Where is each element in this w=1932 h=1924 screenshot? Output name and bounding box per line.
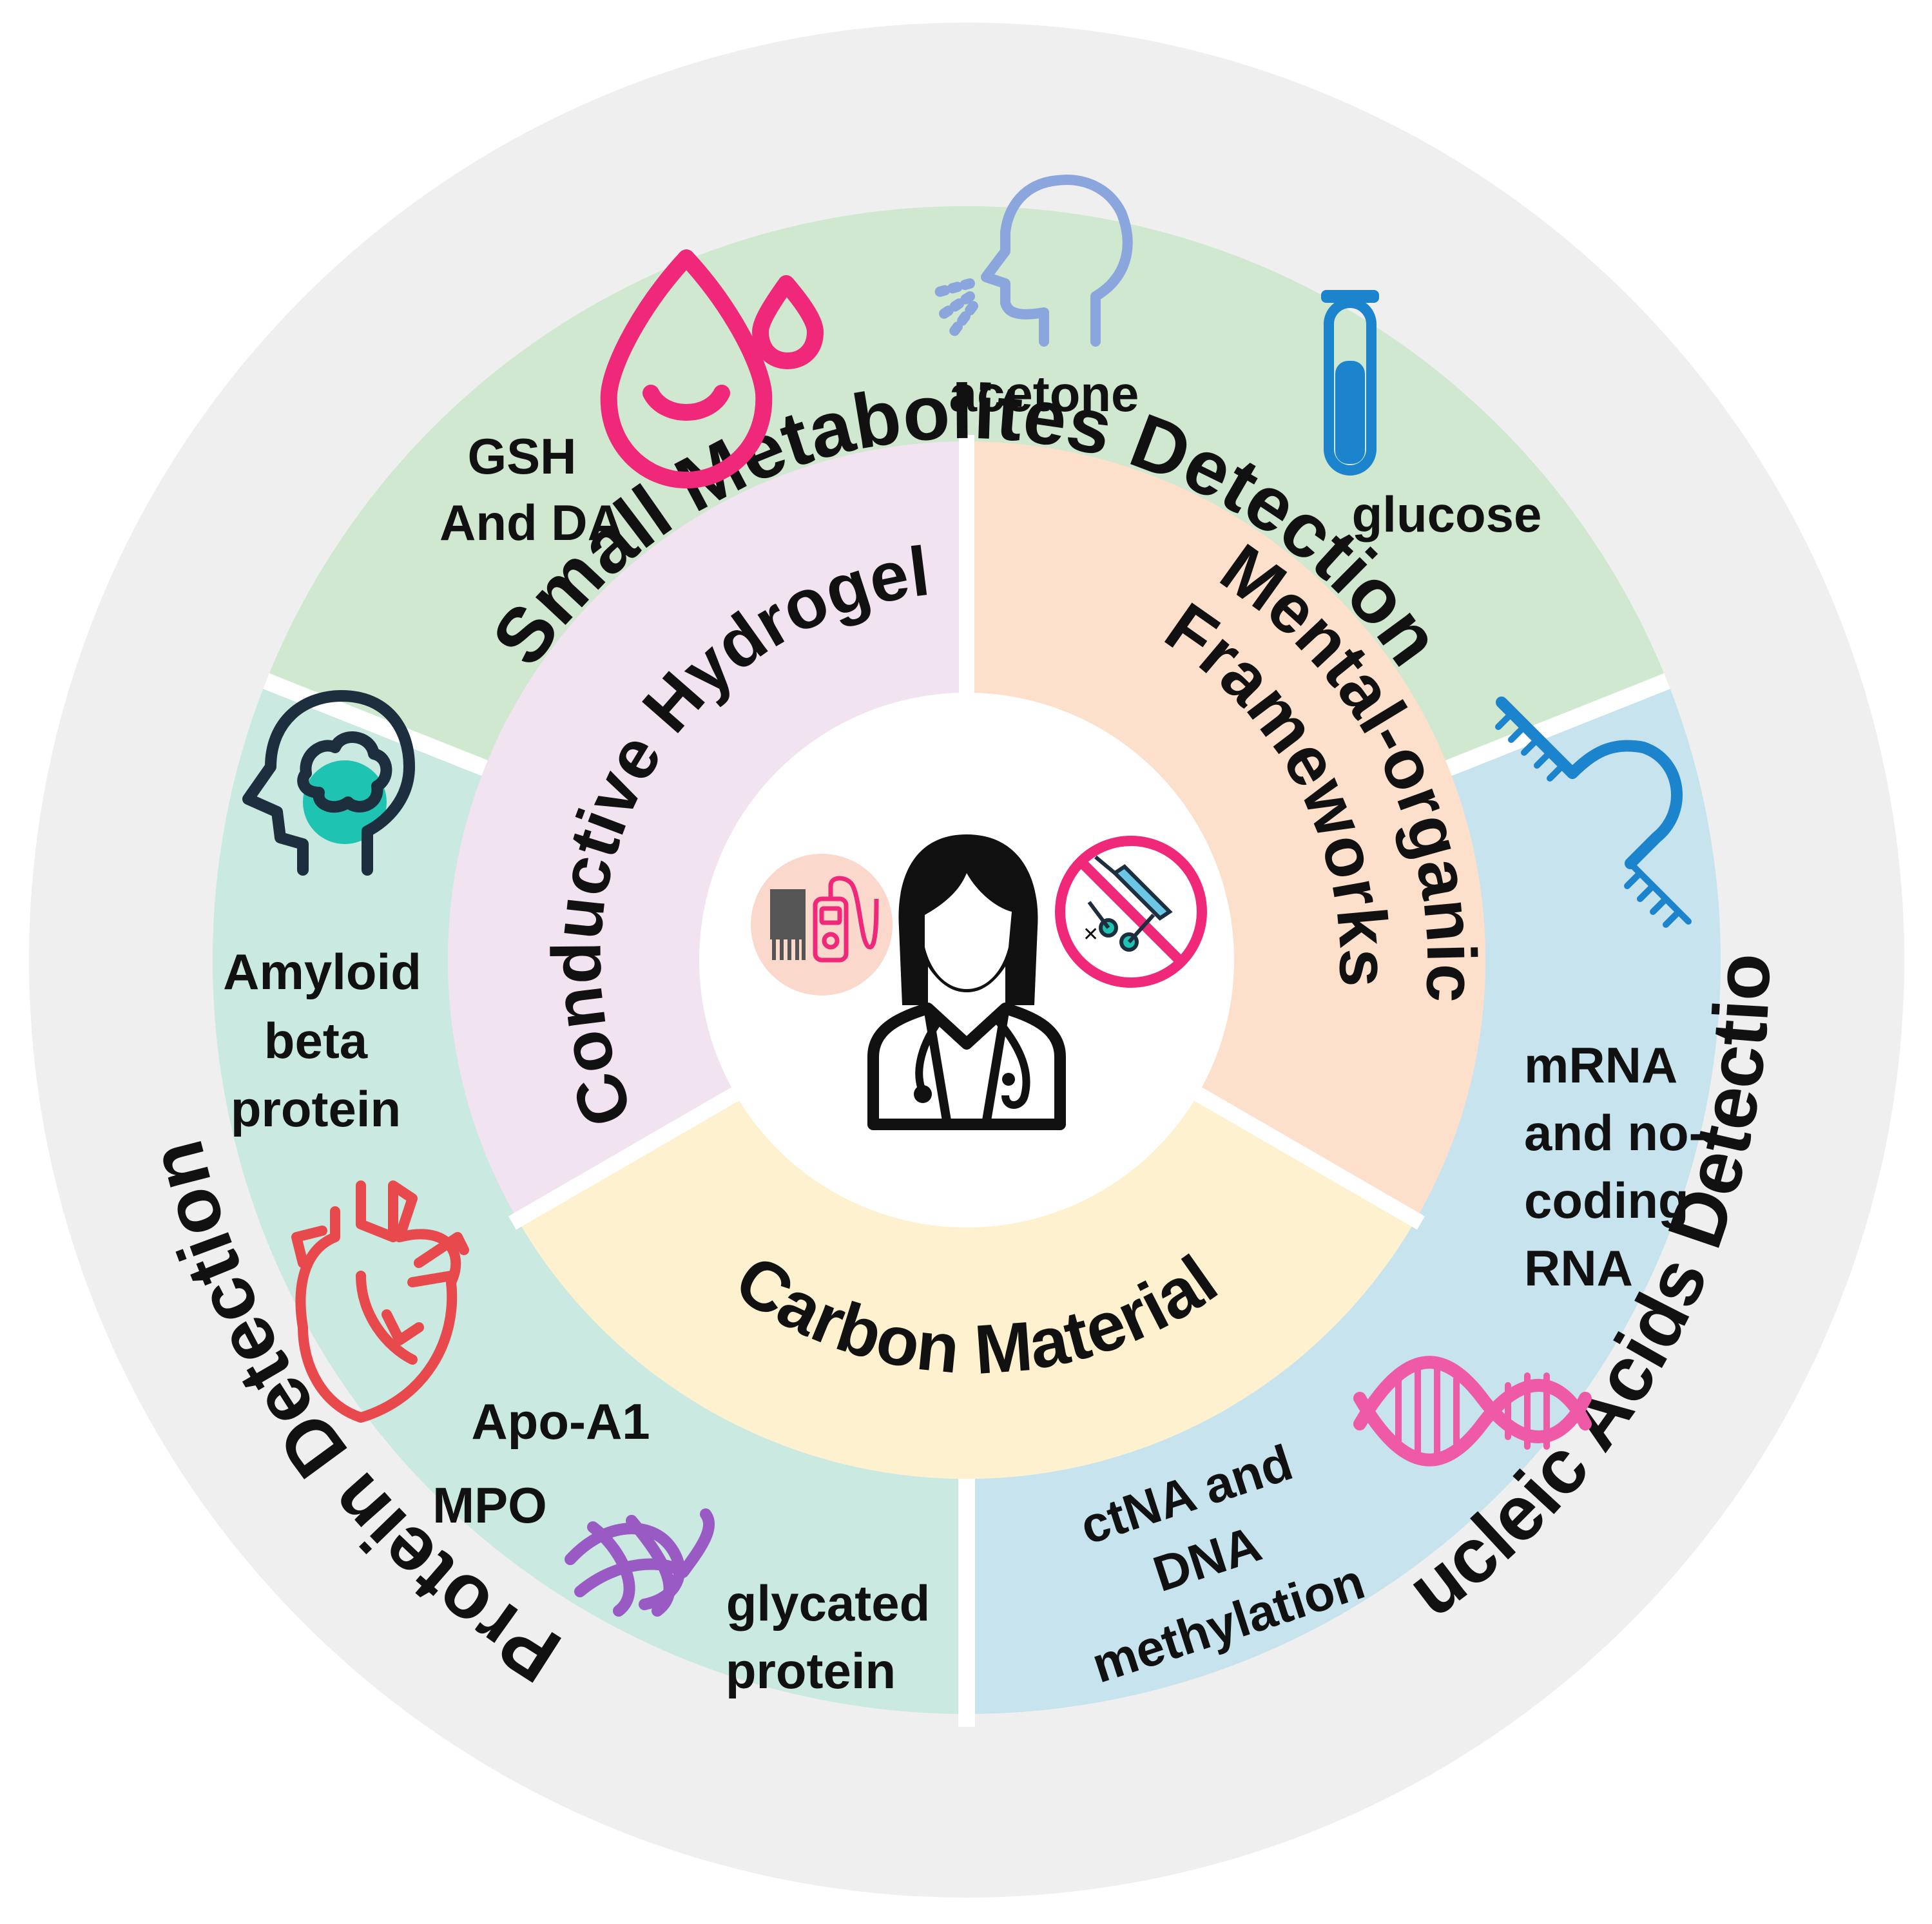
blood-drops-icon: [600, 249, 824, 488]
no-surgery-icon: ✕: [1055, 836, 1207, 988]
label-amyloid-line3: protein: [231, 1081, 401, 1137]
label-acetone: acetone: [949, 365, 1139, 422]
label-apo-a1: Apo-A1: [471, 1393, 650, 1450]
brain-head-icon: [242, 690, 415, 876]
label-gsh-line2: And DA: [440, 494, 624, 551]
test-tube-icon: [1321, 290, 1379, 476]
label-glucose: glucose: [1352, 486, 1542, 543]
label-mpo: MPO: [432, 1477, 547, 1534]
protein-ribbon-icon: [565, 1508, 715, 1617]
label-mrna-line4: RNA: [1524, 1240, 1633, 1296]
rna-strand-icon: [1495, 697, 1692, 928]
sparkle-mark: ✕: [1083, 924, 1099, 945]
breathing-head-icon: [929, 175, 1133, 347]
label-mrna-line3: coding: [1524, 1172, 1689, 1229]
label-amyloid-line1: Amyloid: [223, 943, 421, 1000]
label-glycated-line2: protein: [726, 1642, 896, 1699]
doctor-icon: [867, 834, 1066, 1130]
label-gsh-line1: GSH: [467, 428, 576, 485]
heart-icon: [291, 1180, 469, 1423]
label-glycated-line1: glycated: [726, 1575, 930, 1631]
label-mrna-line2: and no-: [1524, 1104, 1706, 1161]
dna-helix-icon: [1353, 1356, 1592, 1467]
wearable-sensor-icon: [751, 854, 893, 996]
label-amyloid-line2: beta: [264, 1012, 368, 1069]
label-mrna-line1: mRNA: [1524, 1037, 1677, 1093]
